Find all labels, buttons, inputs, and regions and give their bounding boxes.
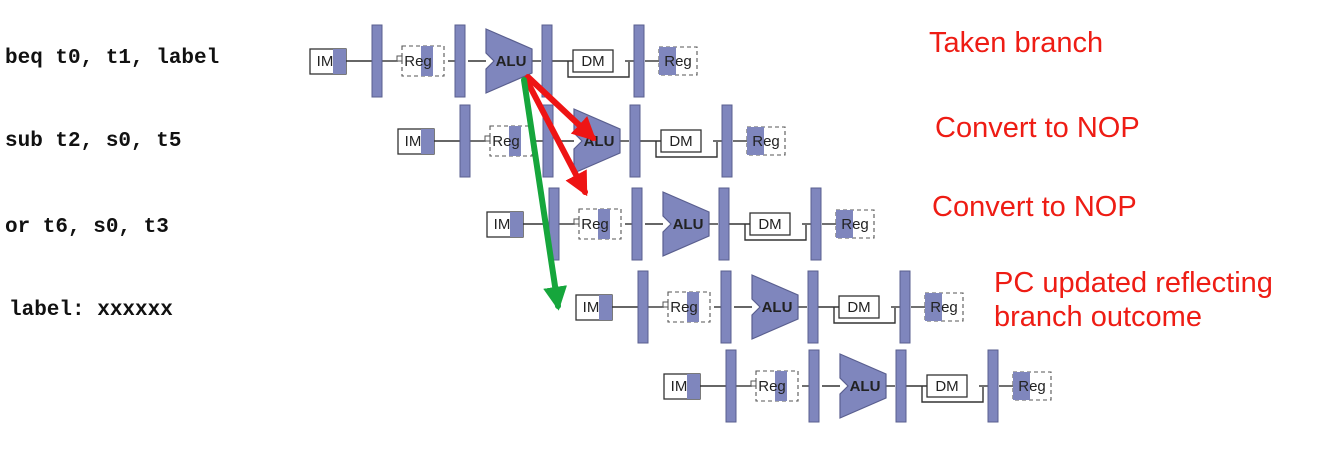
reg-write-shade: [925, 293, 942, 321]
instruction-beq: beq t0, t1, label: [5, 47, 220, 70]
pipeline-row-1: IM Reg ALU DM Reg: [309, 24, 698, 98]
pipeline-register-2: [720, 270, 732, 344]
dm-box: [838, 295, 880, 319]
hazard-arrows: [521, 74, 597, 311]
reg-write-port: [396, 55, 403, 62]
im-shade: [599, 295, 612, 320]
reg-read-shade: [775, 371, 787, 401]
dm-label: DM: [847, 299, 870, 316]
pipeline-register-2: [808, 349, 820, 423]
reg-write-label: Reg: [841, 216, 869, 233]
annotation-pc-updated: PC updated reflecting branch outcome: [994, 267, 1273, 333]
dm-box: [572, 49, 614, 73]
reg-read-shade: [421, 46, 433, 76]
annotation-convert-to-nop-1: Convert to NOP: [935, 112, 1140, 144]
reg-read-label: Reg: [670, 299, 698, 316]
dm-bypass-wire: [921, 386, 984, 403]
flush-arrow-1: [525, 74, 597, 142]
reg-write-label: Reg: [930, 299, 958, 316]
pipeline-register-3: [541, 24, 553, 98]
dm-box: [926, 374, 968, 398]
instruction-label: label: xxxxxx: [9, 299, 173, 322]
reg-read-label: Reg: [581, 216, 609, 233]
pipeline-register-4: [899, 270, 911, 344]
im-label: IM: [494, 216, 511, 233]
reg-write-label: Reg: [664, 53, 692, 70]
pipeline-register-2: [631, 187, 643, 261]
im-shade: [421, 129, 434, 154]
alu-shape: [839, 353, 887, 419]
im-shade: [333, 49, 346, 74]
pipeline-register-3: [807, 270, 819, 344]
dm-box: [749, 212, 791, 236]
alu-label: ALU: [762, 299, 793, 316]
im-label: IM: [405, 133, 422, 150]
flush-arrow-2: [523, 76, 588, 197]
pipeline-register-3: [895, 349, 907, 423]
reg-write-label: Reg: [752, 133, 780, 150]
dm-bypass-wire: [744, 224, 807, 241]
pipeline-register-1: [371, 24, 383, 98]
alu-label: ALU: [496, 53, 527, 70]
alu-shape: [485, 28, 533, 94]
reg-write-port: [484, 135, 491, 142]
pipeline-register-1: [637, 270, 649, 344]
reg-write-shade: [659, 47, 676, 75]
instruction-sub: sub t2, s0, t5: [5, 130, 182, 153]
reg-write-port: [750, 380, 757, 387]
annotation-convert-to-nop-2: Convert to NOP: [932, 191, 1137, 223]
im-label: IM: [671, 378, 688, 395]
im-label: IM: [583, 299, 600, 316]
alu-shape: [662, 191, 710, 257]
dm-label: DM: [935, 378, 958, 395]
reg-write-label: Reg: [1018, 378, 1046, 395]
pipeline-register-1: [459, 104, 471, 178]
im-label: IM: [317, 53, 334, 70]
reg-read-label: Reg: [404, 53, 432, 70]
dm-label: DM: [581, 53, 604, 70]
pipeline-row-4: IM Reg ALU DM Reg: [575, 270, 964, 344]
reg-write-shade: [1013, 372, 1030, 400]
reg-write-port: [662, 301, 669, 308]
branch-target-arrow: [521, 77, 568, 311]
reg-write-shade: [836, 210, 853, 238]
pipeline-register-4: [987, 349, 999, 423]
dm-label: DM: [758, 216, 781, 233]
im-shade: [510, 212, 523, 237]
alu-label: ALU: [850, 378, 881, 395]
instruction-or: or t6, s0, t3: [5, 216, 169, 239]
pipeline-register-2: [454, 24, 466, 98]
reg-read-shade: [598, 209, 610, 239]
pipeline-register-3: [629, 104, 641, 178]
annotation-taken-branch: Taken branch: [929, 27, 1104, 59]
reg-write-port: [573, 218, 580, 225]
alu-label: ALU: [673, 216, 704, 233]
pipeline-register-3: [718, 187, 730, 261]
dm-bypass-wire: [567, 61, 630, 78]
reg-read-label: Reg: [492, 133, 520, 150]
pipeline-row-3: IM Reg ALU DM Reg: [486, 187, 875, 261]
pipeline-register-4: [633, 24, 645, 98]
dm-label: DM: [669, 133, 692, 150]
reg-read-label: Reg: [758, 378, 786, 395]
pipeline-register-4: [721, 104, 733, 178]
pipeline-register-1: [725, 349, 737, 423]
dm-box: [660, 129, 702, 153]
dm-bypass-wire: [833, 307, 896, 324]
reg-read-shade: [509, 126, 521, 156]
reg-read-shade: [687, 292, 699, 322]
alu-shape: [751, 274, 799, 340]
pipeline-row-5: IM Reg ALU DM Reg: [663, 349, 1052, 423]
im-shade: [687, 374, 700, 399]
dm-bypass-wire: [655, 141, 718, 158]
pipeline-register-2: [542, 104, 554, 178]
pipeline-register-4: [810, 187, 822, 261]
reg-write-shade: [747, 127, 764, 155]
